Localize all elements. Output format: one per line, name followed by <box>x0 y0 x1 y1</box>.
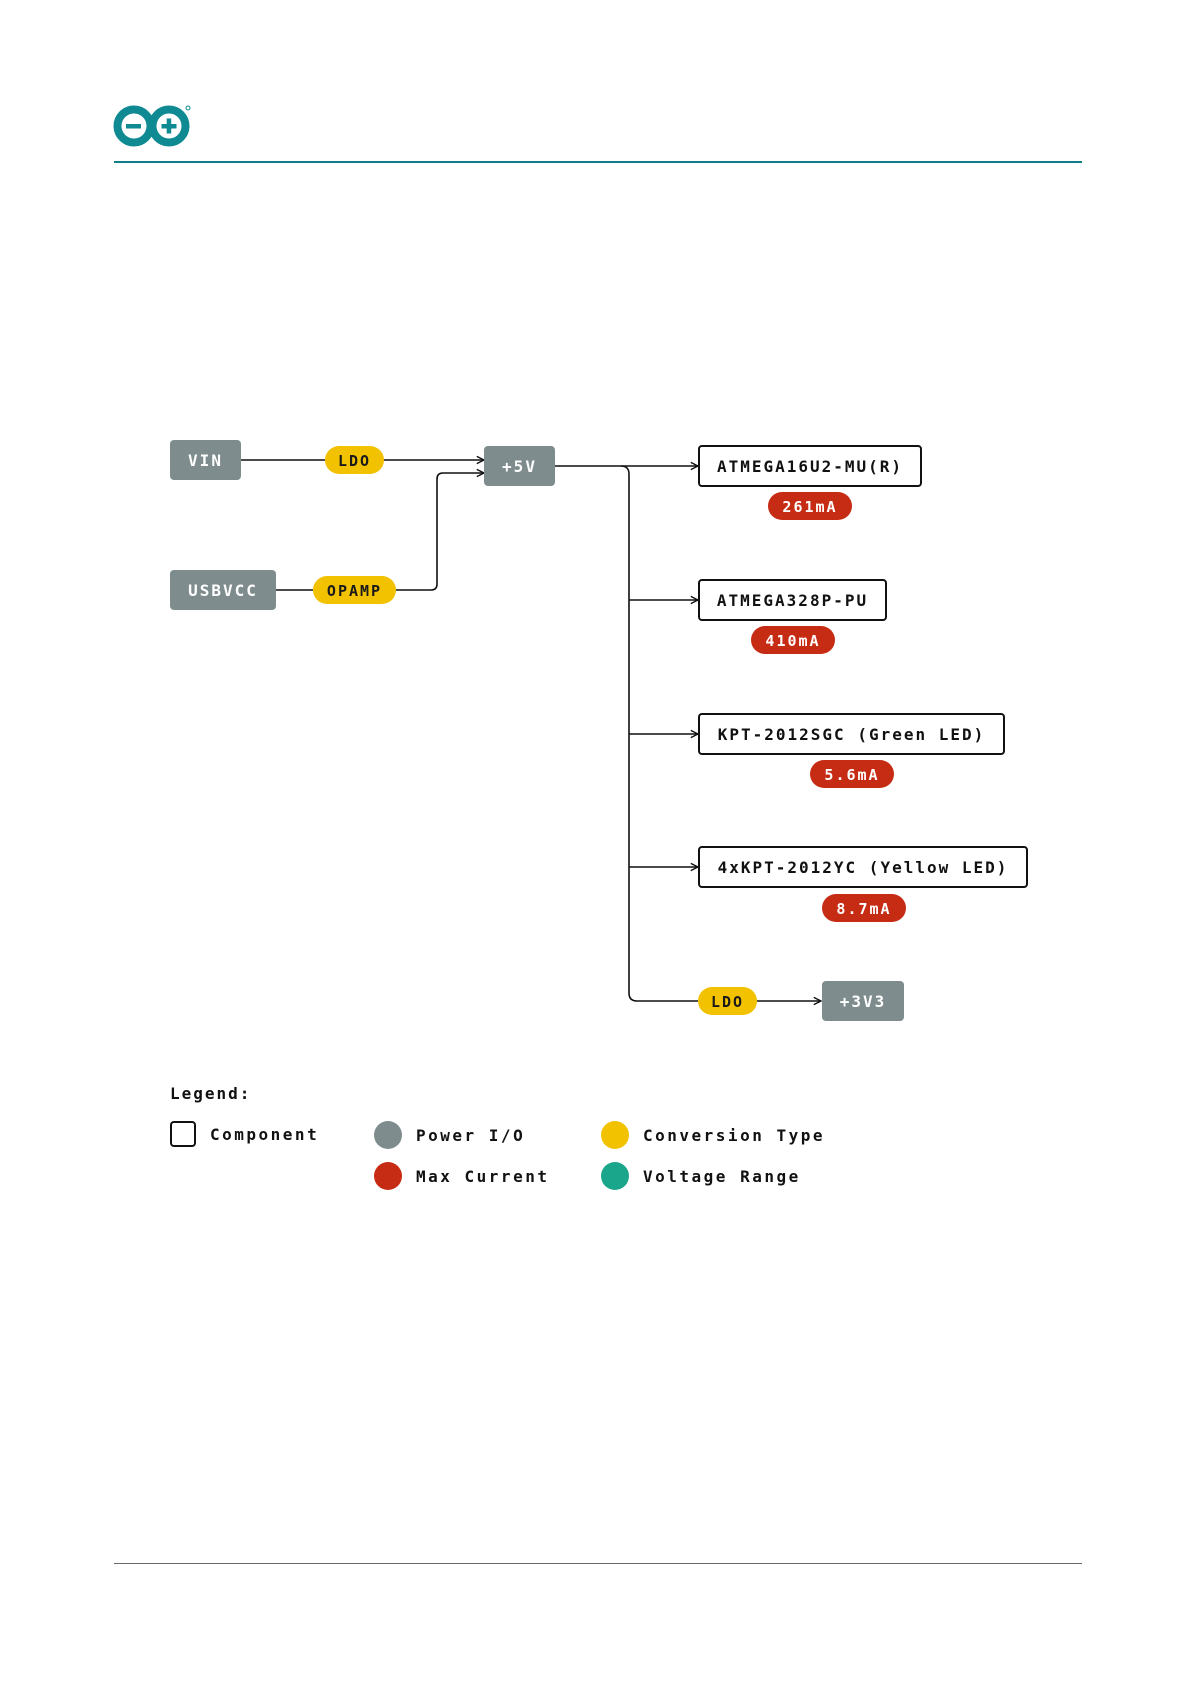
max-current-badge: 8.7mA <box>836 900 891 918</box>
component-name: 4xKPT-2012YC (Yellow LED) <box>718 858 1009 877</box>
yellow-dot-icon <box>601 1121 629 1149</box>
component-box-icon <box>170 1121 196 1147</box>
legend-max-current-label: Max Current <box>416 1167 549 1186</box>
node-usbvcc: USBVCC <box>170 570 276 610</box>
legend-voltage-range-label: Voltage Range <box>643 1167 801 1186</box>
footer-divider <box>114 1563 1082 1564</box>
red-dot-icon <box>374 1162 402 1190</box>
max-current-badge: 5.6mA <box>824 766 879 784</box>
opamp-label: OPAMP <box>327 582 382 600</box>
usbvcc-label: USBVCC <box>188 581 258 600</box>
legend-component-label: Component <box>210 1125 319 1144</box>
conversion-ldo-3v3: LDO <box>698 987 757 1015</box>
legend-conversion-type: Conversion Type <box>601 1121 825 1149</box>
component-yellow-led: 4xKPT-2012YC (Yellow LED) 8.7mA <box>699 847 1027 922</box>
component-name: ATMEGA16U2-MU(R) <box>717 457 903 476</box>
component-name: KPT-2012SGC (Green LED) <box>718 725 986 744</box>
conversion-opamp: OPAMP <box>313 576 396 604</box>
legend-power-io-label: Power I/O <box>416 1126 525 1145</box>
vin-label: VIN <box>188 451 223 470</box>
teal-dot-icon <box>601 1162 629 1190</box>
conversion-ldo-vin: LDO <box>325 446 384 474</box>
max-current-badge: 261mA <box>782 498 837 516</box>
max-current-badge: 410mA <box>765 632 820 650</box>
node-vin: VIN <box>170 440 241 480</box>
legend-component: Component <box>170 1121 319 1147</box>
node-5v: +5V <box>484 446 555 486</box>
rail-3v3-label: +3V3 <box>840 992 887 1011</box>
component-name: ATMEGA328P-PU <box>717 591 868 610</box>
component-atmega328p: ATMEGA328P-PU 410mA <box>699 580 886 654</box>
ldo-vin-label: LDO <box>338 452 371 470</box>
wire-opamp-5v <box>395 473 484 590</box>
node-3v3: +3V3 <box>822 981 904 1021</box>
legend-title: Legend: <box>170 1084 251 1103</box>
ldo-3v3-label: LDO <box>711 993 744 1011</box>
component-atmega16u2: ATMEGA16U2-MU(R) 261mA <box>699 446 921 520</box>
legend-max-current: Max Current <box>374 1162 549 1190</box>
component-green-led: KPT-2012SGC (Green LED) 5.6mA <box>699 714 1004 788</box>
rail-5v-label: +5V <box>502 457 537 476</box>
gray-dot-icon <box>374 1121 402 1149</box>
legend-voltage-range: Voltage Range <box>601 1162 801 1190</box>
legend-power-io: Power I/O <box>374 1121 525 1149</box>
legend-conversion-type-label: Conversion Type <box>643 1126 825 1145</box>
